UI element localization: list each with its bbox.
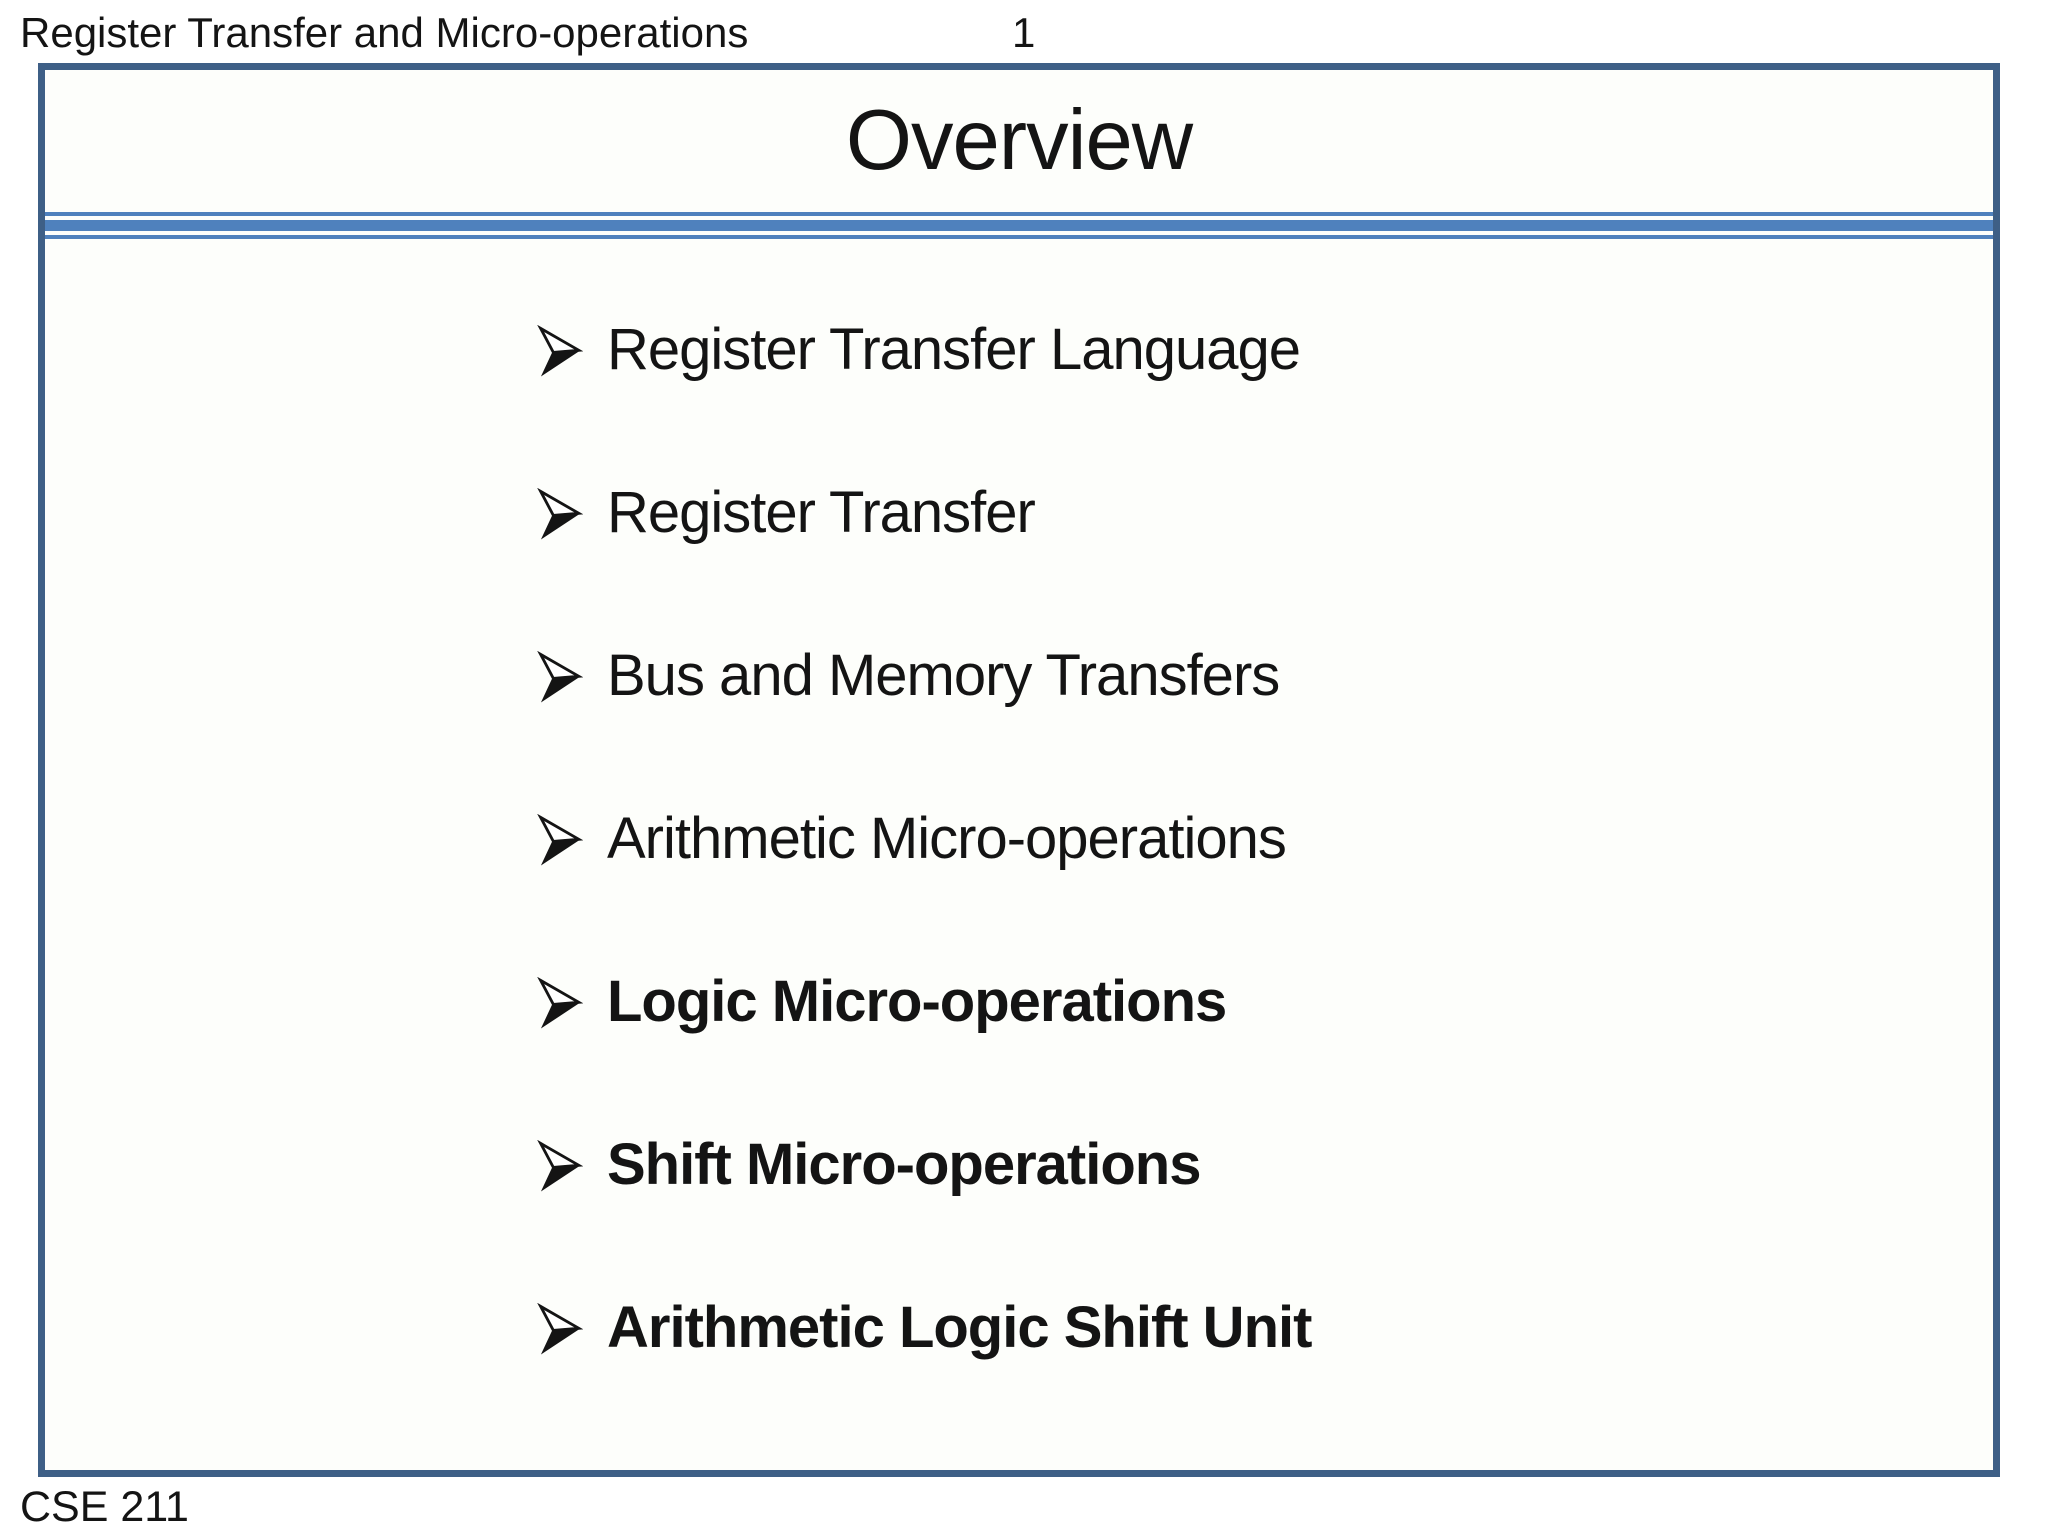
arrow-bullet-icon <box>537 488 583 540</box>
list-item: Register Transfer Language <box>535 321 1311 379</box>
list-item-label: Register Transfer Language <box>607 317 1301 382</box>
divider-thick-line <box>45 220 1993 231</box>
list-item: Register Transfer <box>535 484 1311 542</box>
arrow-bullet-icon <box>537 814 583 866</box>
overview-list: Register Transfer Language Register Tran… <box>535 321 1312 1462</box>
arrow-bullet-icon <box>537 977 583 1029</box>
page-header: Register Transfer and Micro-operations 1 <box>20 6 2020 60</box>
slide-frame: Overview Register Transfer Language Regi… <box>38 63 2000 1477</box>
arrow-bullet-icon <box>537 325 583 377</box>
divider-thin-top-line <box>45 212 1993 216</box>
list-item: Arithmetic Logic Shift Unit <box>535 1295 1312 1360</box>
list-item-label: Register Transfer <box>607 480 1036 545</box>
list-item: Shift Micro-operations <box>535 1136 1311 1194</box>
arrow-bullet-icon <box>537 651 583 703</box>
list-item-label: Bus and Memory Transfers <box>607 643 1280 708</box>
list-item-label: Arithmetic Micro-operations <box>607 806 1287 871</box>
divider-thin-bottom-line <box>45 235 1993 239</box>
list-item: Bus and Memory Transfers <box>535 647 1311 705</box>
arrow-bullet-icon <box>537 1303 583 1355</box>
list-item-label: Shift Micro-operations <box>607 1132 1201 1197</box>
header-title: Register Transfer and Micro-operations <box>20 9 749 56</box>
list-item-label: Arithmetic Logic Shift Unit <box>607 1295 1312 1360</box>
page-number: 1 <box>1012 9 1036 56</box>
arrow-bullet-icon <box>537 1140 583 1192</box>
list-item: Arithmetic Micro-operations <box>535 810 1311 868</box>
slide-title: Overview <box>845 93 1193 188</box>
title-divider <box>45 212 1993 239</box>
list-item: Logic Micro-operations <box>535 973 1311 1031</box>
list-item-label: Logic Micro-operations <box>607 969 1227 1034</box>
footer-course-code: CSE 211 <box>20 1483 189 1531</box>
